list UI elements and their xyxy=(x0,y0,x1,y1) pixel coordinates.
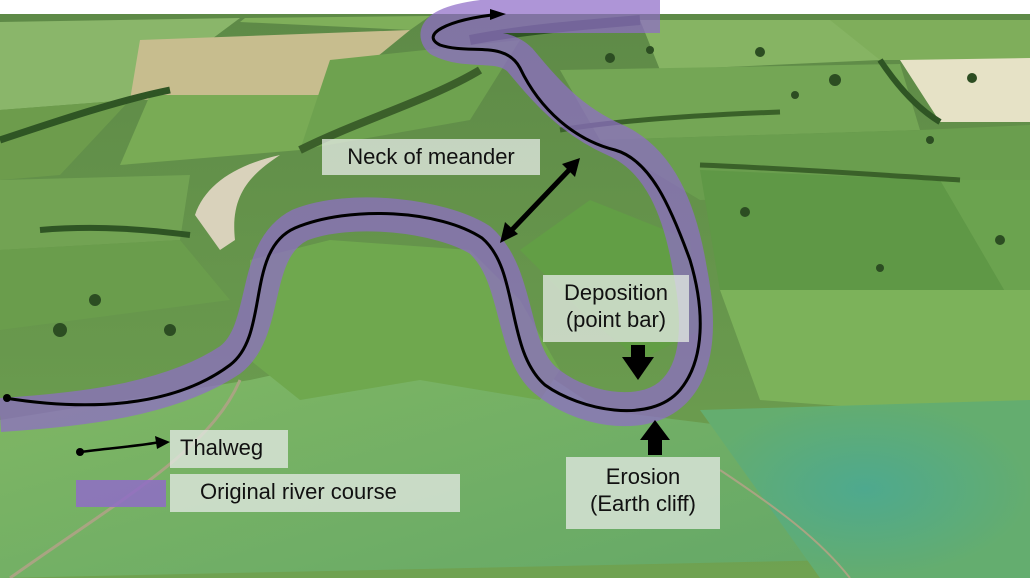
legend-thalweg-label: Thalweg xyxy=(170,430,288,468)
erosion-label-line2: (Earth cliff) xyxy=(590,491,696,516)
erosion-label: Erosion (Earth cliff) xyxy=(566,457,720,529)
neck-of-meander-label: Neck of meander xyxy=(322,139,540,175)
thalweg-arrowhead xyxy=(490,9,506,20)
legend-original-course-swatch xyxy=(76,480,166,507)
legend-thalweg-symbol xyxy=(76,436,170,456)
legend-original-course-label: Original river course xyxy=(170,474,460,512)
erosion-arrow xyxy=(640,420,670,455)
deposition-label-line1: Deposition xyxy=(564,280,668,305)
neck-label-text: Neck of meander xyxy=(347,144,515,169)
erosion-label-line1: Erosion xyxy=(605,464,681,489)
legend-original-course-text: Original river course xyxy=(200,479,397,504)
neck-double-arrow xyxy=(500,158,580,243)
landscape xyxy=(0,14,1030,578)
legend-thalweg-text: Thalweg xyxy=(180,435,264,460)
thalweg-line xyxy=(4,12,702,412)
deposition-arrow xyxy=(622,345,654,380)
thalweg-start-dot xyxy=(3,394,11,402)
deposition-label-line2: (point bar) xyxy=(565,307,667,332)
deposition-label: Deposition (point bar) xyxy=(543,275,689,342)
